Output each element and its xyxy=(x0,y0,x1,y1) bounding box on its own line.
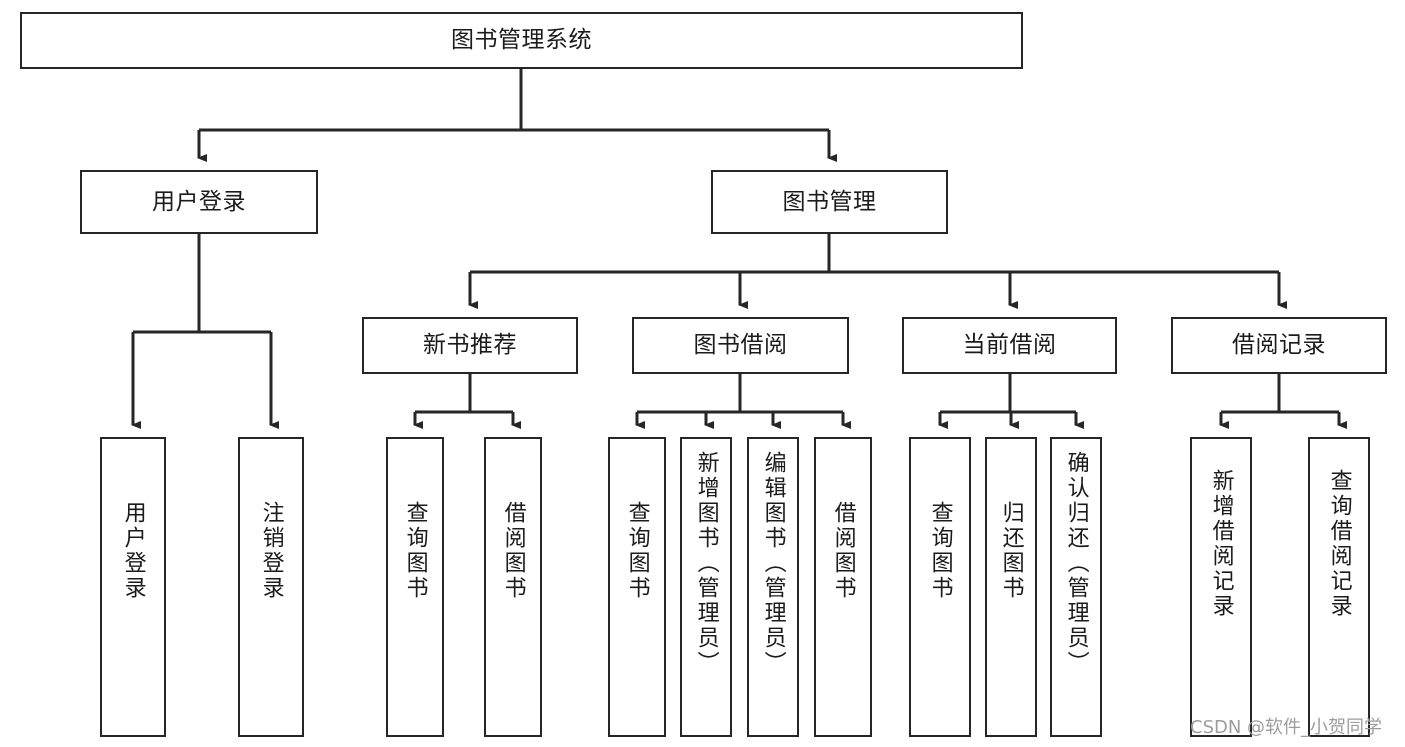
node-level2-2[interactable]: 图书管理 xyxy=(711,170,948,234)
node-leaf-5[interactable]: 查询图书 xyxy=(608,437,666,737)
node-level3-3-label: 当前借阅 xyxy=(962,332,1057,359)
node-leaf-11-label: 确认归还（管理员） xyxy=(1063,451,1089,676)
node-leaf-1[interactable]: 用户登录 xyxy=(100,437,166,737)
node-leaf-3[interactable]: 查询图书 xyxy=(386,437,444,737)
node-leaf-2-label: 注销登录 xyxy=(258,501,284,601)
node-leaf-9-label: 查询图书 xyxy=(927,501,953,601)
node-root[interactable]: 图书管理系统 xyxy=(20,12,1023,69)
node-level3-2-label: 图书借阅 xyxy=(693,332,788,359)
node-leaf-12-label: 新增借阅记录 xyxy=(1208,469,1234,619)
node-leaf-10-label: 归还图书 xyxy=(998,501,1024,601)
node-level3-1[interactable]: 新书推荐 xyxy=(362,317,578,374)
node-leaf-5-label: 查询图书 xyxy=(624,501,650,601)
node-leaf-4-label: 借阅图书 xyxy=(500,501,526,601)
node-leaf-1-label: 用户登录 xyxy=(120,501,146,601)
node-leaf-4[interactable]: 借阅图书 xyxy=(484,437,542,737)
node-level3-4[interactable]: 借阅记录 xyxy=(1171,317,1387,374)
node-leaf-8-label: 借阅图书 xyxy=(830,501,856,601)
node-leaf-3-label: 查询图书 xyxy=(402,501,428,601)
node-level3-3[interactable]: 当前借阅 xyxy=(902,317,1117,374)
node-leaf-7[interactable]: 编辑图书（管理员） xyxy=(747,437,799,737)
node-root-label: 图书管理系统 xyxy=(451,27,592,54)
node-leaf-8[interactable]: 借阅图书 xyxy=(814,437,872,737)
node-leaf-11[interactable]: 确认归还（管理员） xyxy=(1050,437,1102,737)
watermark-text: CSDN @软件_小贺同学 xyxy=(1190,717,1383,738)
node-level2-1[interactable]: 用户登录 xyxy=(80,170,318,234)
node-leaf-2[interactable]: 注销登录 xyxy=(238,437,304,737)
node-level2-1-label: 用户登录 xyxy=(152,188,246,215)
node-leaf-6-label: 新增图书（管理员） xyxy=(693,451,719,676)
node-level3-4-label: 借阅记录 xyxy=(1232,332,1326,359)
node-leaf-6[interactable]: 新增图书（管理员） xyxy=(680,437,732,737)
node-leaf-13[interactable]: 查询借阅记录 xyxy=(1308,437,1370,737)
node-level3-1-label: 新书推荐 xyxy=(423,332,517,359)
node-leaf-13-label: 查询借阅记录 xyxy=(1326,469,1352,619)
node-leaf-12[interactable]: 新增借阅记录 xyxy=(1190,437,1252,737)
node-leaf-9[interactable]: 查询图书 xyxy=(909,437,971,737)
node-leaf-10[interactable]: 归还图书 xyxy=(985,437,1037,737)
node-leaf-7-label: 编辑图书（管理员） xyxy=(760,451,786,676)
node-level3-2[interactable]: 图书借阅 xyxy=(632,317,849,374)
node-level2-2-label: 图书管理 xyxy=(782,188,877,215)
